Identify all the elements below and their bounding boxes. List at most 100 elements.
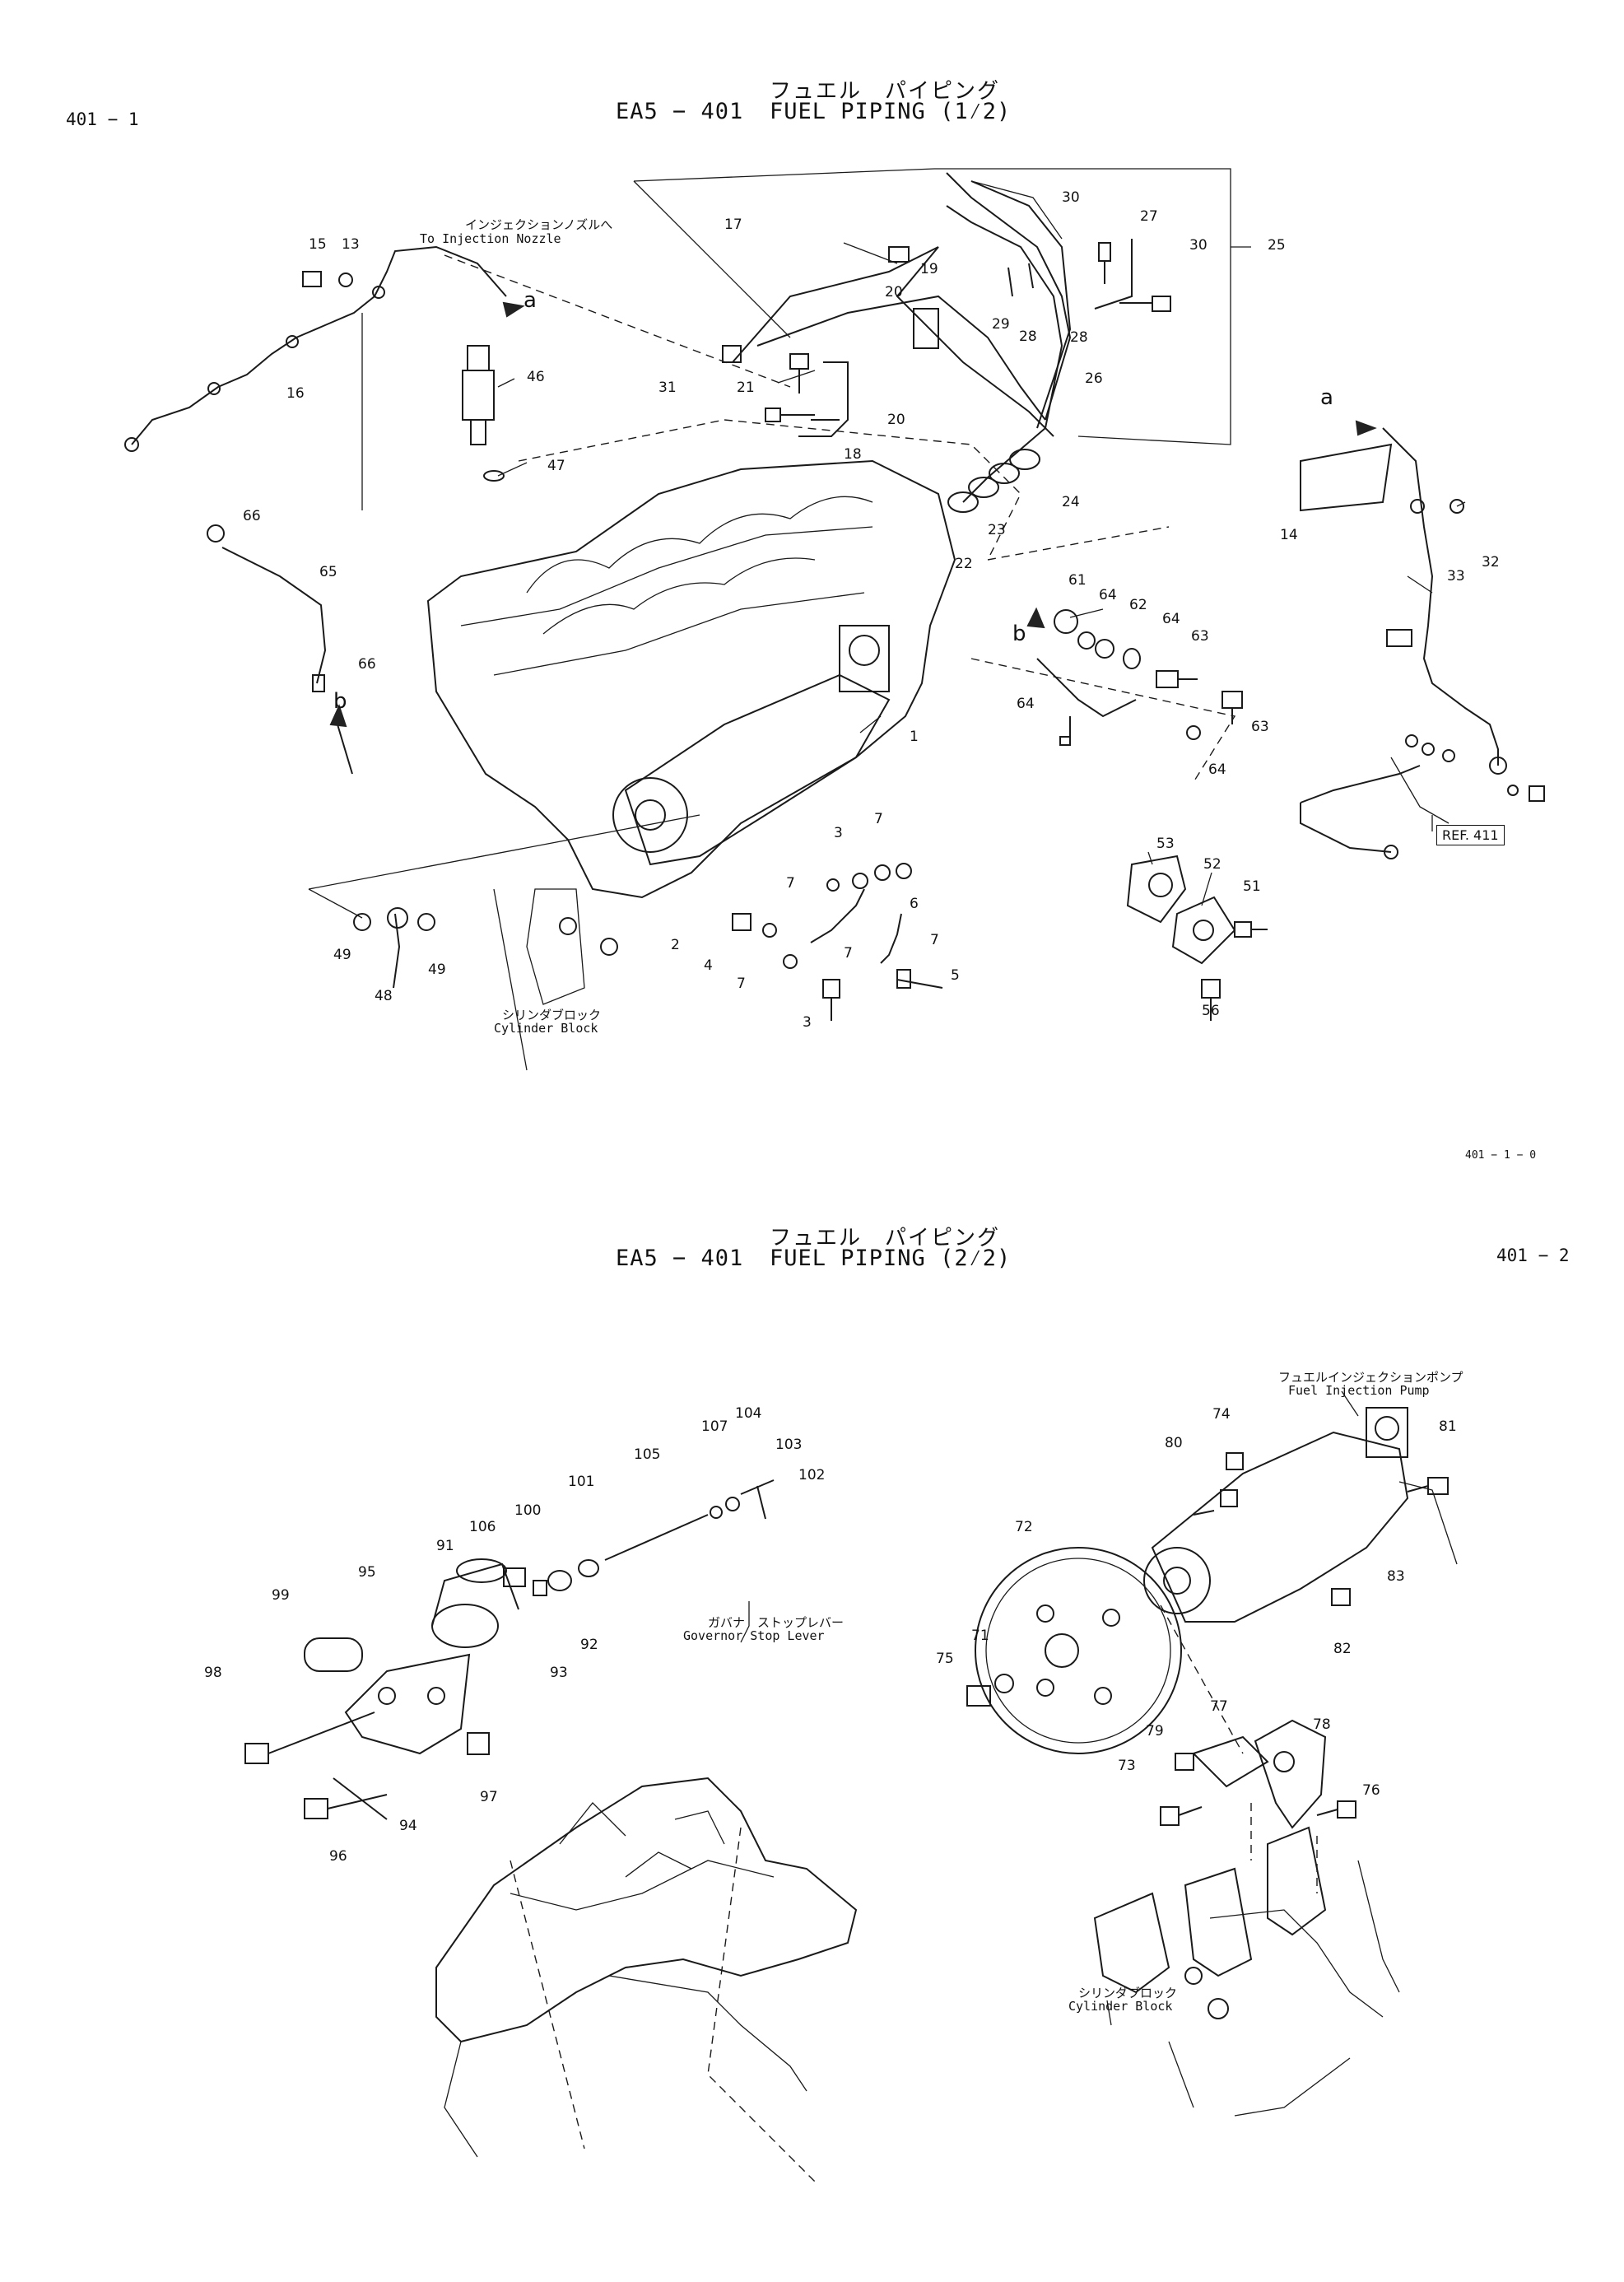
callout-21: 21 (737, 380, 755, 396)
callout-1: 1 (910, 729, 919, 745)
callout-7-d: 7 (844, 945, 853, 962)
sheet1-title-en: FUEL PIPING (1⁄2) (770, 99, 1012, 124)
sheet2-title-jp: フュエル パイピング (770, 1226, 1001, 1250)
block2-label-jp: シリンダブロック (1078, 1986, 1178, 2000)
callout-3-upper: 3 (834, 825, 843, 841)
callout-100: 100 (514, 1502, 542, 1519)
callout-101: 101 (568, 1474, 595, 1490)
sheet1-title-jp: フュエル パイピング (770, 79, 1001, 104)
callout-31: 31 (658, 380, 677, 396)
callout-97: 97 (480, 1789, 498, 1805)
callout-51: 51 (1243, 878, 1261, 895)
callout-7-a: 7 (874, 811, 883, 827)
callout-18: 18 (844, 446, 862, 463)
letter-b-mid: b (1012, 622, 1026, 646)
callout-47: 47 (547, 458, 565, 474)
callout-29: 29 (992, 316, 1010, 333)
callout-93: 93 (550, 1665, 568, 1681)
callout-6: 6 (910, 896, 919, 912)
callout-65: 65 (319, 564, 337, 580)
callout-2: 2 (671, 937, 680, 953)
sheet2-code: EA5 − 401 (616, 1246, 744, 1271)
callout-13: 13 (342, 236, 360, 253)
callout-24: 24 (1062, 494, 1080, 510)
callout-33: 33 (1447, 568, 1465, 584)
callout-64-a: 64 (1099, 587, 1117, 603)
governor-lever-label-jp: ガバナ ストップレバー (708, 1615, 845, 1630)
letter-b-left: b (333, 689, 347, 714)
callout-81: 81 (1439, 1418, 1457, 1435)
callout-64-b: 64 (1162, 611, 1180, 627)
callout-27: 27 (1140, 208, 1158, 225)
pump-label-en: Fuel Injection Pump (1288, 1383, 1430, 1398)
callout-20-lower: 20 (887, 412, 905, 428)
sheet2-title-en: FUEL PIPING (2⁄2) (770, 1246, 1012, 1271)
callout-105: 105 (634, 1446, 661, 1463)
callout-26: 26 (1085, 370, 1103, 387)
block2-label-en: Cylinder Block (1068, 1999, 1173, 2014)
callout-17: 17 (724, 217, 742, 233)
pump-label-jp: フュエルインジェクションポンプ (1278, 1370, 1463, 1385)
callout-66-top: 66 (243, 508, 261, 524)
callout-46: 46 (527, 369, 545, 385)
callout-102: 102 (798, 1467, 826, 1483)
callout-64-c: 64 (1017, 696, 1035, 712)
callout-20-upper: 20 (885, 284, 903, 300)
callout-77: 77 (1210, 1698, 1228, 1715)
callout-23: 23 (988, 522, 1006, 538)
callout-73: 73 (1118, 1758, 1136, 1774)
callout-72: 72 (1015, 1519, 1033, 1535)
callout-75: 75 (936, 1651, 954, 1667)
callout-104: 104 (735, 1405, 762, 1422)
callout-52: 52 (1203, 856, 1221, 873)
callout-98: 98 (204, 1665, 222, 1681)
callout-80: 80 (1165, 1435, 1183, 1451)
callout-19: 19 (920, 261, 938, 277)
callout-16: 16 (286, 385, 305, 402)
callout-32: 32 (1482, 554, 1500, 570)
callout-53: 53 (1156, 836, 1175, 852)
callout-15: 15 (309, 236, 327, 253)
callout-94: 94 (399, 1818, 417, 1834)
sheet1-code: EA5 − 401 (616, 99, 744, 124)
callout-79: 79 (1146, 1723, 1164, 1739)
callout-4: 7 (737, 976, 746, 992)
callout-5: 5 (951, 967, 960, 984)
callout-107: 107 (701, 1418, 728, 1435)
callout-3-lower: 3 (803, 1014, 812, 1031)
callout-83: 83 (1387, 1568, 1405, 1585)
sheet2-page-id: 401 − 2 (1496, 1246, 1570, 1265)
block-label-jp: シリンダブロック (502, 1008, 602, 1022)
callout-49-right: 49 (428, 962, 446, 978)
callout-92: 92 (580, 1637, 598, 1653)
callout-61: 61 (1068, 572, 1087, 589)
callout-28-right: 28 (1070, 329, 1088, 346)
ref-411-box: REF. 411 (1436, 825, 1505, 845)
callout-28-left: 28 (1019, 328, 1037, 345)
sheet1-page-id: 401 − 1 (66, 109, 139, 129)
callout-99: 99 (272, 1587, 290, 1604)
callout-106: 106 (469, 1519, 496, 1535)
callout-22: 22 (955, 556, 973, 572)
callout-91: 91 (436, 1538, 454, 1554)
callout-76: 76 (1362, 1782, 1380, 1799)
injection-line-16 (131, 245, 507, 445)
callout-66-bottom: 66 (358, 656, 376, 673)
callout-78: 78 (1313, 1716, 1331, 1733)
callout-30-left: 30 (1062, 189, 1080, 206)
callout-49-left: 49 (333, 947, 351, 963)
letter-a-top: a (523, 288, 537, 313)
governor-lever-label-en: Governor Stop Lever (683, 1628, 825, 1643)
nozzle-label-en: To Injection Nozzle (420, 231, 561, 246)
letter-a-right: a (1320, 385, 1333, 410)
callout-56: 56 (1202, 1003, 1220, 1019)
callout-95: 95 (358, 1564, 376, 1581)
callout-30-right: 30 (1189, 237, 1208, 254)
callout-25: 25 (1268, 237, 1286, 254)
callout-62: 62 (1129, 597, 1147, 613)
callout-48: 48 (375, 988, 393, 1004)
callout-74: 74 (1212, 1406, 1231, 1423)
callout-7-c: 4 (704, 957, 713, 974)
callout-63-lower: 63 (1251, 719, 1269, 735)
